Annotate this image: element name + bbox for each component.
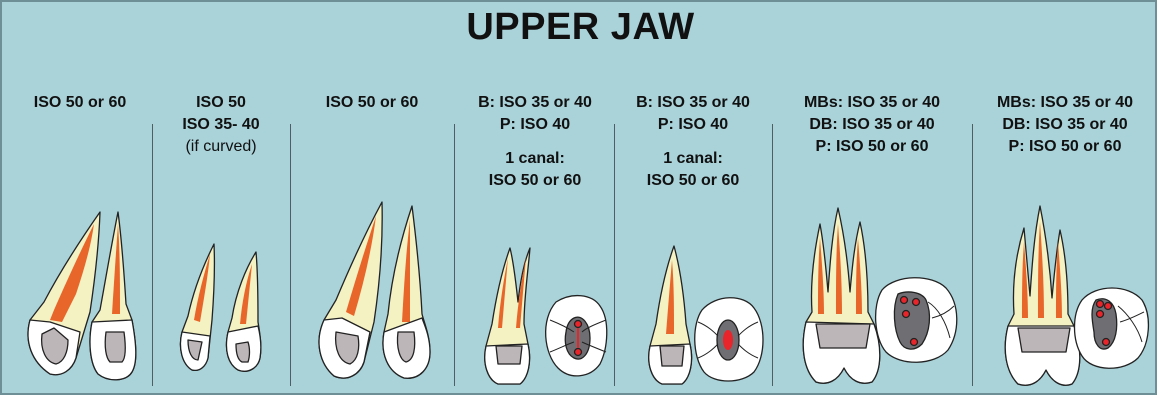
second-premolar-side-view-icon (649, 246, 692, 384)
second-premolar-occlusal-view-icon (695, 298, 763, 381)
second-molar-side-view-icon (1005, 206, 1080, 385)
first-premolar-side-view-icon (485, 248, 530, 384)
central-incisor-side-view-icon (28, 212, 100, 375)
first-molar-occlusal-view-icon (876, 278, 957, 363)
lateral-incisor-side-view-icon (180, 244, 214, 370)
second-molar-occlusal-view-icon (1075, 288, 1149, 368)
first-molar-side-view-icon (803, 208, 880, 383)
canine-side-view-icon (319, 202, 382, 378)
first-premolar-occlusal-view-icon (546, 296, 607, 376)
canine-front-view-icon (383, 206, 430, 378)
lateral-incisor-front-view-icon (226, 252, 260, 371)
